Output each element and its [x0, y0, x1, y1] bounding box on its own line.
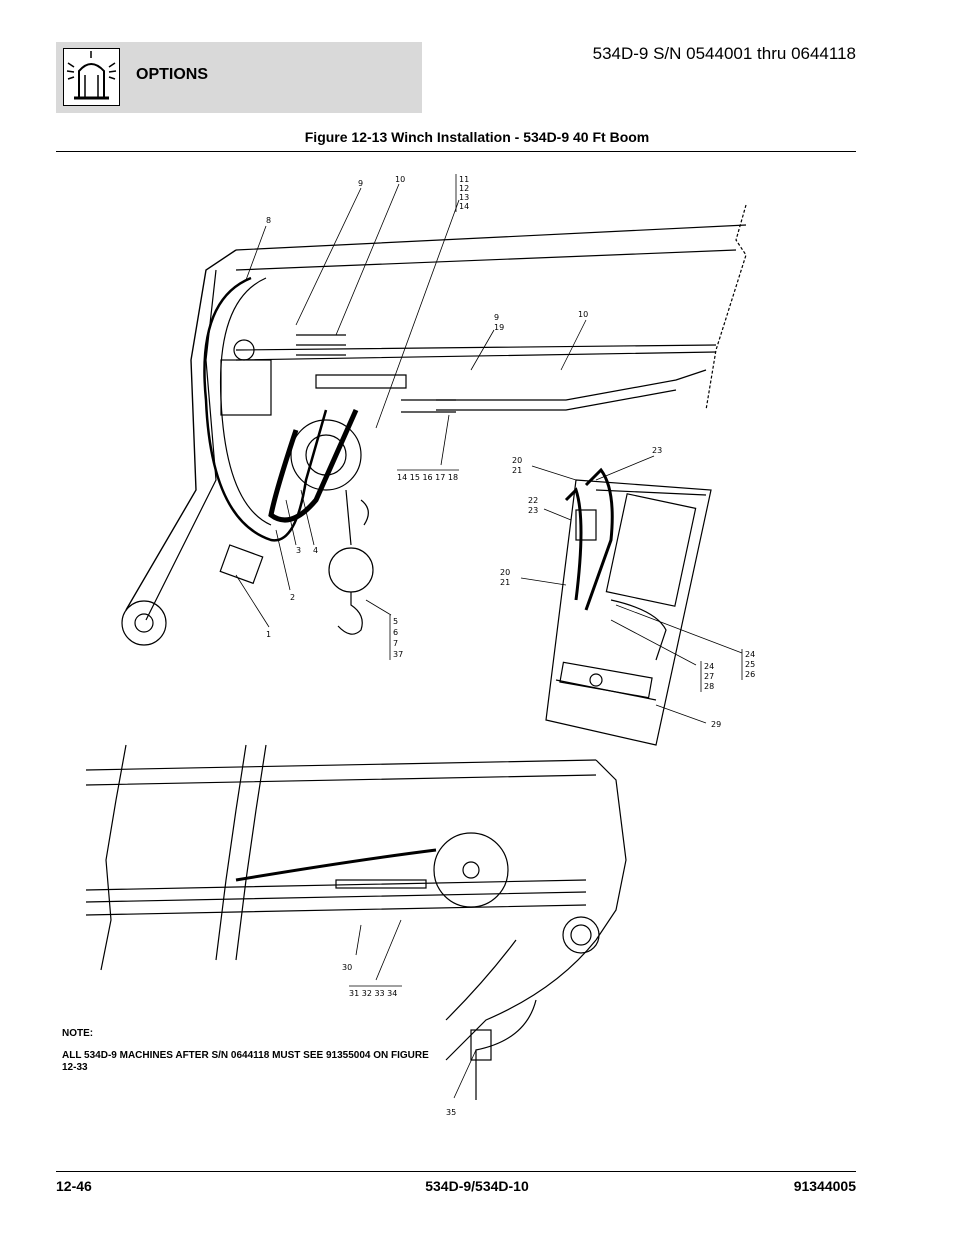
callout-27: 27 [704, 672, 714, 681]
callout-26: 26 [745, 670, 755, 679]
callout-29: 29 [711, 720, 721, 729]
callout-3: 3 [296, 546, 301, 555]
callout-labels: 1 2 3 4 5 6 7 37 8 9 10 11 12 13 14 9 19… [266, 175, 755, 1117]
callout-13: 13 [459, 193, 469, 202]
note-text: ALL 534D-9 MACHINES AFTER S/N 0644118 MU… [62, 1050, 429, 1073]
callout-37: 37 [393, 650, 403, 659]
callout-9: 9 [358, 179, 363, 188]
callout-22: 22 [528, 496, 538, 505]
page-number: 12-46 [56, 1178, 92, 1194]
callout-5: 5 [393, 617, 398, 626]
callout-24b: 24 [704, 662, 714, 671]
callout-23b: 23 [528, 506, 538, 515]
beacon-light-icon [63, 48, 120, 106]
callout-31-34: 31 32 33 34 [349, 989, 397, 998]
model-range: 534D-9 S/N 0544001 thru 0644118 [592, 44, 856, 63]
figure-title: Figure 12-13 Winch Installation - 534D-9… [304, 129, 650, 145]
callout-12: 12 [459, 184, 469, 193]
callout-11: 11 [459, 175, 469, 184]
footer-rule [56, 1171, 856, 1172]
callout-35: 35 [446, 1108, 456, 1117]
callout-21b: 21 [500, 578, 510, 587]
callout-4: 4 [313, 546, 318, 555]
callout-14: 14 [459, 202, 469, 211]
callout-30: 30 [342, 963, 352, 972]
callout-14-18: 14 15 16 17 18 [397, 473, 458, 482]
callout-8: 8 [266, 216, 271, 225]
callout-24: 24 [745, 650, 755, 659]
doc-number: 91344005 [793, 1178, 856, 1194]
callout-10b: 10 [578, 310, 588, 319]
note-label: NOTE: [62, 1028, 94, 1039]
callout-2: 2 [290, 593, 295, 602]
callout-20b: 20 [500, 568, 510, 577]
callout-23: 23 [652, 446, 662, 455]
callout-25: 25 [745, 660, 755, 669]
callout-20: 20 [512, 456, 522, 465]
section-title: OPTIONS [136, 66, 209, 83]
callout-7: 7 [393, 639, 398, 648]
callout-6: 6 [393, 628, 398, 637]
callout-1: 1 [266, 630, 271, 639]
header-rule [56, 151, 856, 152]
callout-10: 10 [395, 175, 405, 184]
footer-models: 534D-9/534D-10 [425, 1178, 529, 1194]
callout-28: 28 [704, 682, 714, 691]
callout-9b: 9 [494, 313, 499, 322]
callout-21: 21 [512, 466, 522, 475]
callout-19: 19 [494, 323, 504, 332]
winch-installation-diagram: 1 2 3 4 5 6 7 37 8 9 10 11 12 13 14 9 19… [85, 174, 755, 1117]
